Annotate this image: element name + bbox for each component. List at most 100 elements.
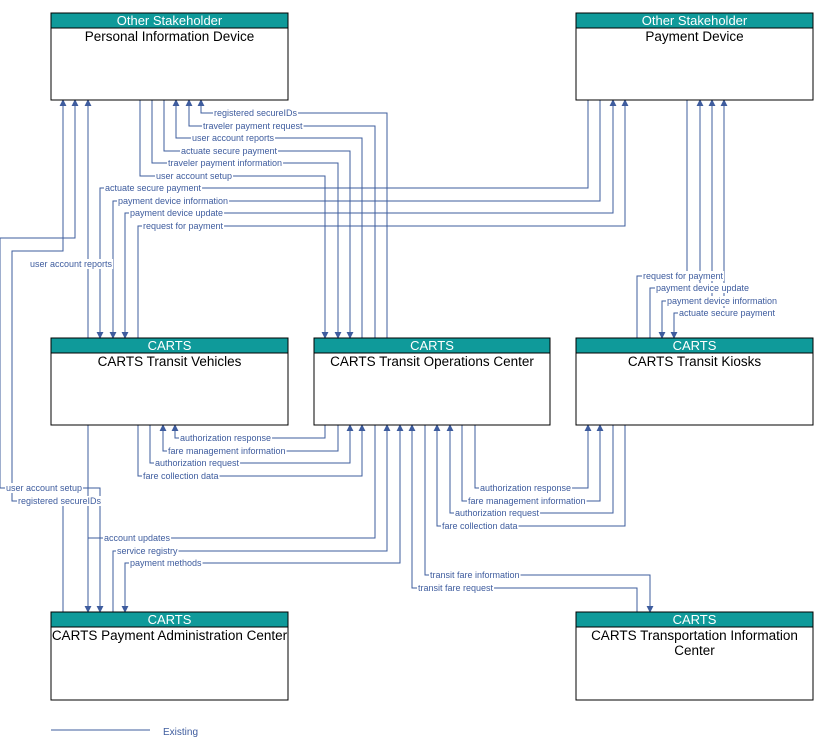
flow-label-bg — [17, 496, 103, 506]
flow-line — [474, 424, 592, 489]
flow-line — [137, 99, 629, 338]
flow-label-text: fare collection data — [143, 471, 219, 481]
flow-label-bg — [167, 446, 287, 456]
flow-label: payment device update — [655, 283, 751, 293]
flow-label-bg — [213, 108, 299, 118]
flow-label-text: request for payment — [143, 221, 224, 231]
flow-label-text: authorization response — [480, 483, 571, 493]
node-category: CARTS — [673, 612, 717, 627]
flow-label-bg — [479, 483, 573, 493]
flow-label-bg — [142, 221, 225, 231]
node-name: Personal Information Device — [85, 29, 255, 44]
flow-label-bg — [441, 521, 519, 531]
flow-label-bg — [167, 158, 284, 168]
flow-label: payment device information — [666, 296, 779, 306]
flow-label-bg — [429, 570, 521, 580]
flow-label-text: payment methods — [130, 558, 202, 568]
flow-label-text: fare collection data — [442, 521, 518, 531]
flow-line — [408, 424, 638, 612]
legend: Existing — [51, 727, 198, 738]
flow-label-text: actuate secure payment — [105, 183, 202, 193]
node-name: Center — [674, 643, 715, 658]
flow-label-text: user account reports — [30, 259, 113, 269]
flow-label: traveler payment information — [167, 158, 284, 168]
flow-label-bg — [103, 533, 172, 543]
flow-label-text: authorization request — [155, 458, 240, 468]
node-name: CARTS Transportation Information — [591, 628, 798, 643]
flow-label: user account reports — [29, 259, 114, 269]
node-name: Payment Device — [645, 29, 743, 44]
node-category: CARTS — [410, 338, 454, 353]
flow-label: registered secureIDs — [213, 108, 299, 118]
node-header — [313, 337, 551, 354]
flow-label: user account setup — [155, 171, 234, 181]
flow-label-text: payment device information — [118, 196, 228, 206]
flow-label-bg — [129, 208, 225, 218]
node-category: CARTS — [673, 338, 717, 353]
flow-label-text: registered secureIDs — [18, 496, 102, 506]
flow-label-bg — [180, 146, 279, 156]
flow-label-bg — [129, 558, 203, 568]
node-name: CARTS Transit Vehicles — [98, 354, 242, 369]
flow-label: traveler payment request — [202, 121, 304, 131]
flow-label: user account setup — [5, 483, 84, 493]
flow-line — [121, 424, 404, 613]
flow-label-text: traveler payment request — [203, 121, 303, 131]
flow-label-bg — [467, 496, 587, 506]
flow-label-text: user account reports — [192, 133, 275, 143]
flow-line — [121, 99, 617, 339]
flow-label: transit fare information — [429, 570, 521, 580]
flow-label-bg — [202, 121, 304, 131]
flow-label-bg — [116, 546, 179, 556]
flow-label: registered secureIDs — [17, 496, 103, 506]
legend-existing-label: Existing — [163, 727, 198, 738]
flow-label: authorization response — [179, 433, 273, 443]
node-header — [50, 12, 289, 29]
flow-label-text: request for payment — [643, 271, 724, 281]
flow-label: service registry — [116, 546, 179, 556]
flow-label-bg — [191, 133, 276, 143]
node-header — [575, 337, 814, 354]
flow-label: account updates — [103, 533, 172, 543]
flow-label-text: actuate secure payment — [679, 308, 776, 318]
flow-label-bg — [655, 283, 751, 293]
flow-label: request for payment — [642, 271, 725, 281]
flow-label: actuate secure payment — [180, 146, 279, 156]
flow-label-text: payment device update — [130, 208, 223, 218]
flow-label-bg — [417, 583, 495, 593]
node-header — [575, 12, 814, 29]
flow-label-text: transit fare information — [430, 570, 520, 580]
node-category: Other Stakeholder — [117, 13, 223, 28]
flow-label-bg — [29, 259, 114, 269]
flow-label-bg — [154, 458, 241, 468]
flow-label: transit fare request — [417, 583, 495, 593]
flow-label-text: user account setup — [156, 171, 232, 181]
flow-label-bg — [666, 296, 779, 306]
node-category: Other Stakeholder — [642, 13, 748, 28]
flow-labels-layer: registered secureIDs traveler payment req… — [5, 108, 779, 593]
flow-label: payment device update — [129, 208, 225, 218]
flow-label: authorization request — [154, 458, 241, 468]
flow-label-text: traveler payment information — [168, 158, 282, 168]
flow-label-text: service registry — [117, 546, 178, 556]
flow-label-text: user account setup — [6, 483, 82, 493]
flow-label: user account reports — [191, 133, 276, 143]
node-category: CARTS — [148, 338, 192, 353]
flow-label-text: transit fare request — [418, 583, 494, 593]
flow-label-bg — [678, 308, 777, 318]
node-header — [50, 611, 289, 628]
flow-label-text: registered secureIDs — [214, 108, 298, 118]
flow-label-bg — [5, 483, 84, 493]
flow-label-bg — [155, 171, 234, 181]
flow-label-text: payment device information — [667, 296, 777, 306]
flow-label-text: fare management information — [468, 496, 586, 506]
flow-label-text: authorization request — [455, 508, 540, 518]
